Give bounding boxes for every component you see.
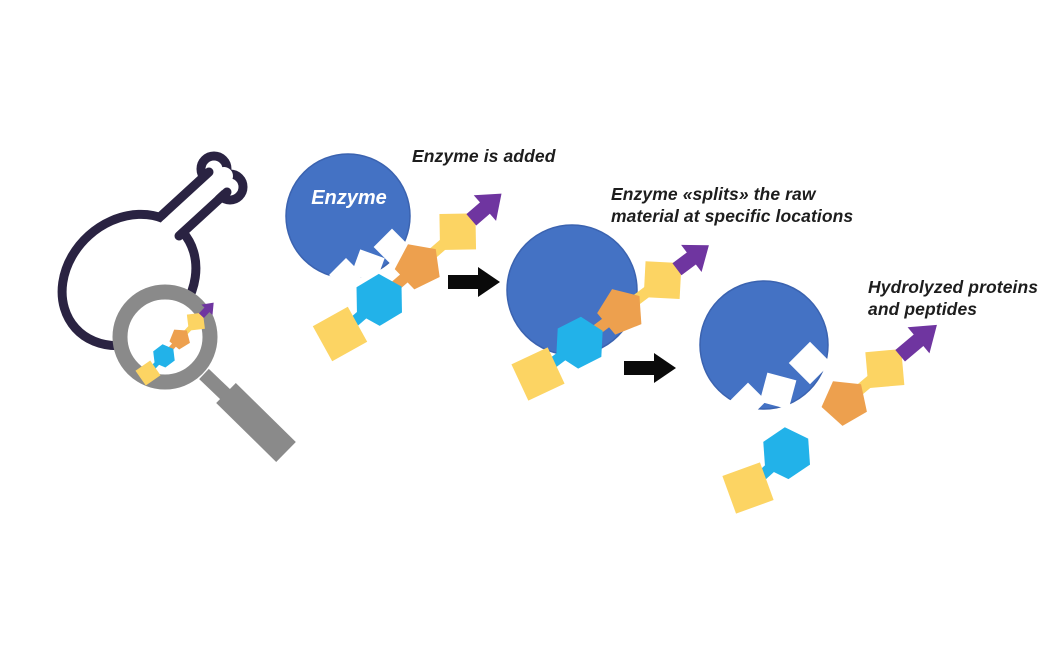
peptide-fragment-hexagon [711, 415, 825, 525]
stage1-caption: Enzyme is added [412, 146, 556, 166]
lens-ring [112, 284, 218, 390]
lens-joint [199, 368, 231, 401]
enzyme-notch [729, 382, 767, 420]
enzyme-circle-stage3 [699, 280, 829, 410]
stage3-group [699, 280, 953, 525]
flow-arrow-1 [448, 267, 500, 297]
magnifier-icon [112, 284, 296, 462]
enzyme-notch [373, 228, 411, 266]
stage1-group [285, 153, 519, 370]
peptide-fragment-pentagon [807, 304, 953, 438]
flow-arrow-2 [624, 353, 676, 383]
enzyme-notch [759, 372, 797, 410]
enzyme-label: Enzyme [311, 187, 387, 209]
stage2-group [502, 222, 725, 410]
stage2-caption: Enzyme «splits» the raw material at spec… [611, 184, 854, 226]
stage3-caption: Hydrolyzed proteins and peptides [868, 277, 1039, 319]
lens-handle [216, 383, 296, 462]
